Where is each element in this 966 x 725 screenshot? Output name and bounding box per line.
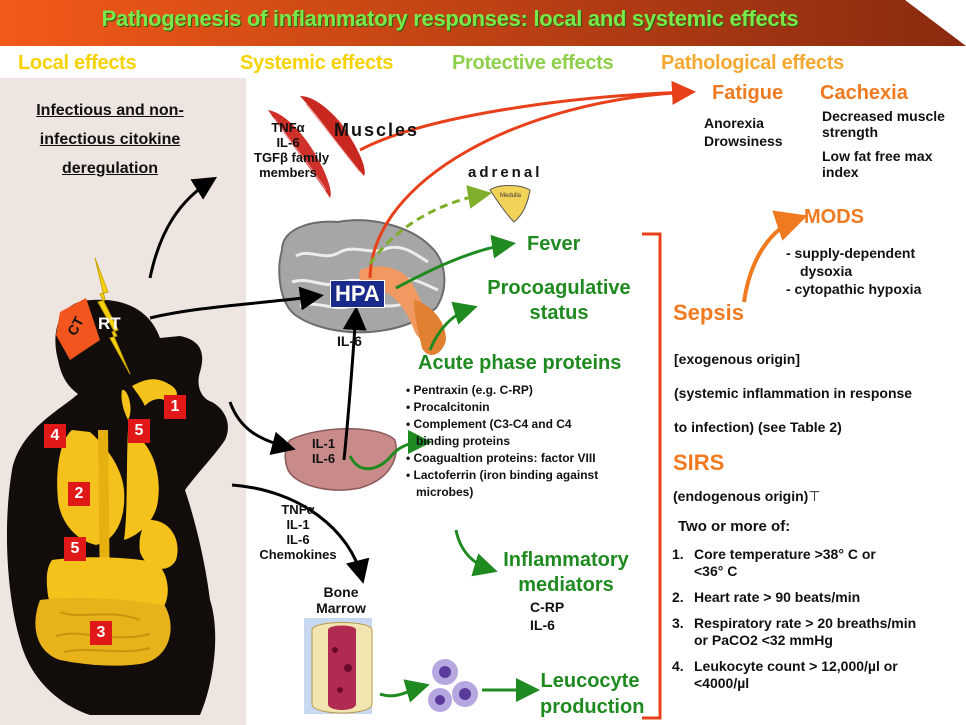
arrow-muscles-to-fatigue	[359, 90, 691, 152]
page-title: Pathogenesis of inflammatory responses: …	[101, 6, 799, 31]
arrow-to-muscles	[148, 176, 218, 279]
fatigue-title: Fatigue	[712, 82, 784, 104]
sirs-title: SIRS	[673, 450, 725, 475]
arrow-to-bone-marrow	[231, 483, 370, 584]
arrow-to-inflammatory-mediators	[454, 529, 498, 577]
cachexia-title: Cachexia	[820, 82, 908, 104]
sirs-criteria-title: Two or more of:	[678, 518, 791, 535]
fever-label: Fever	[527, 233, 581, 255]
organ-number-box: 5	[64, 537, 86, 561]
liver-icon	[284, 428, 397, 491]
adrenal-label: adrenal	[468, 164, 543, 181]
bone-marrow-label: Bone Marrow	[316, 584, 366, 616]
header-systemic: Systemic effects	[240, 52, 394, 74]
muscle-icon	[268, 96, 365, 198]
organ-number-box: 4	[44, 424, 66, 448]
leucocyte-production-label: Leucocyte production	[540, 670, 645, 718]
sirs-origin: (endogenous origin)⊤	[673, 488, 821, 504]
bone-marrow-icon	[304, 618, 373, 714]
organ-number-box: 2	[68, 482, 90, 506]
adrenal-icon	[489, 185, 531, 223]
sirs-criterion: 4. Leukocyte count > 12,000/µl or<4000/µ…	[672, 658, 898, 691]
gut-mediators: TNFα IL-1 IL-6 Chemokines	[259, 502, 337, 562]
arrow-to-procoagulative	[428, 301, 478, 351]
cytokine-label: Infectious and non- infectious citokine …	[36, 102, 184, 177]
arrow-liver-to-hpa	[342, 306, 367, 461]
acute-phase-list: • Pentraxin (e.g. C-RP) • Procalcitonin …	[406, 383, 599, 499]
arrow-to-hpa	[149, 286, 324, 320]
cachexia-items: Decreased muscle strength Low fat free m…	[822, 108, 945, 180]
rt-label: RT	[98, 314, 121, 333]
orange-bracket	[642, 232, 662, 720]
leucocyte-cells-icon	[428, 659, 478, 712]
sepsis-lines: [exogenous origin] (systemic inflammatio…	[674, 351, 913, 435]
liver-mediators: IL-1 IL-6	[312, 436, 336, 466]
mods-title: MODS	[804, 206, 864, 228]
muscles-label: Muscles	[334, 120, 420, 140]
arrow-marrow-to-cells	[379, 679, 430, 703]
radiation-bolt-icon	[94, 257, 131, 375]
adrenal-medulla-label: Medulla	[500, 193, 522, 199]
hpa-label: HPA	[330, 280, 385, 308]
sepsis-title: Sepsis	[673, 300, 744, 325]
organ-number-box: 1	[164, 395, 186, 419]
header-protective: Protective effects	[452, 52, 614, 74]
acute-phase-title: Acute phase proteins	[418, 352, 622, 374]
sirs-criterion: 1. Core temperature >38° C or<36° C	[672, 546, 876, 579]
inflammatory-mediators-items: C-RP IL-6	[530, 599, 565, 633]
header-pathological: Pathological effects	[661, 52, 844, 74]
arrow-sepsis-to-mods	[742, 210, 808, 303]
arrow-liver-to-acute-phase	[348, 430, 432, 471]
mods-items: - supply-dependent dysoxia - cytopathic …	[786, 245, 922, 297]
arrow-to-fever	[395, 234, 516, 290]
organ-number-box: 5	[128, 419, 150, 443]
sirs-criterion: 2. Heart rate > 90 beats/min	[672, 589, 861, 605]
procoagulative-label: Procoagulative status	[487, 277, 631, 324]
inflammatory-mediators-title: Inflammatory mediators	[503, 549, 629, 596]
arrow-hpa-to-adrenal	[368, 185, 492, 265]
fatigue-items: Anorexia Drowsiness	[704, 115, 783, 149]
ct-shape	[56, 298, 100, 360]
sirs-criteria-list: 1. Core temperature >38° C or<36° C 2. H…	[672, 546, 962, 692]
arrow-hpa-to-fatigue	[368, 80, 696, 279]
human-silhouette	[6, 299, 228, 715]
muscle-mediators: TNFα IL-6 TGFβ family members	[254, 120, 330, 180]
organ-number-box: 3	[90, 621, 112, 645]
arrow-to-liver	[228, 401, 296, 455]
hpa-il6-label: IL-6	[337, 333, 362, 349]
header-local: Local effects	[18, 52, 137, 74]
title-banner	[0, 0, 966, 46]
